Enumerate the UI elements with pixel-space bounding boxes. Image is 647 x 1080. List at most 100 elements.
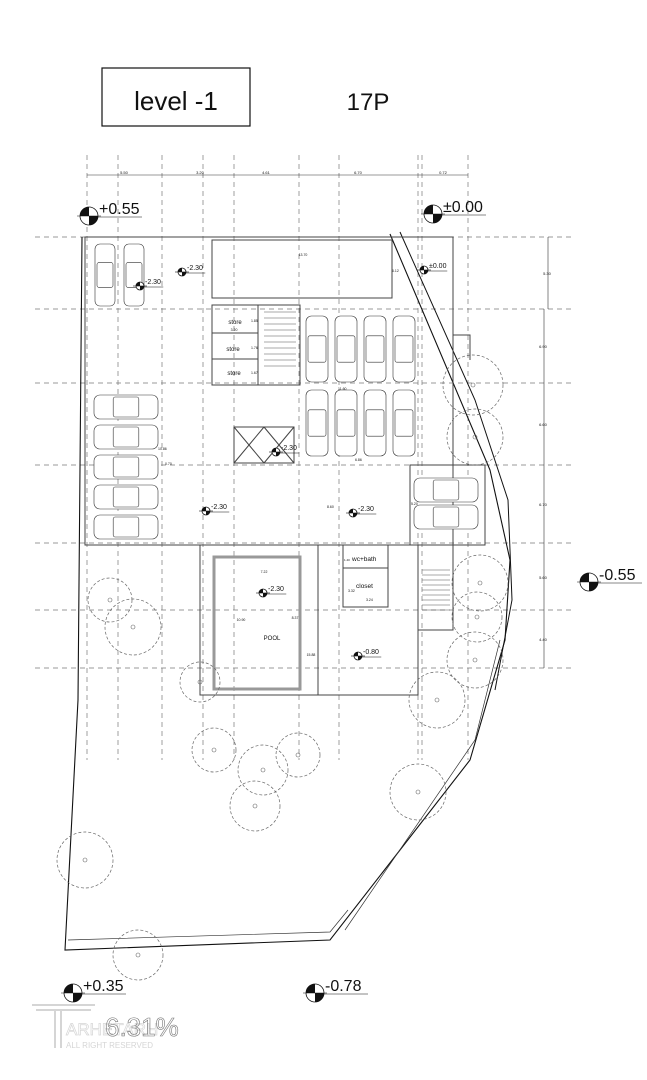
svg-text:3.20: 3.20 xyxy=(231,328,238,332)
tree xyxy=(275,732,321,778)
svg-text:15.88: 15.88 xyxy=(307,653,316,657)
title-box xyxy=(101,67,251,127)
building-walls xyxy=(84,236,486,696)
wc-label: wc+bath xyxy=(351,556,377,563)
tree xyxy=(229,780,281,832)
room-labels: store store store 1.85 1.76 1.67 3.20 wc… xyxy=(158,253,418,657)
plan-code: 17P xyxy=(347,89,390,116)
tree xyxy=(389,763,447,821)
level-marker-pool: -2.30 xyxy=(256,586,287,598)
tree xyxy=(87,577,133,623)
svg-text:ALL RIGHT RESERVED: ALL RIGHT RESERVED xyxy=(66,1041,153,1050)
car xyxy=(334,389,358,457)
svg-text:6.70: 6.70 xyxy=(354,170,363,175)
car xyxy=(93,484,159,510)
svg-text:5.20: 5.20 xyxy=(411,502,418,506)
svg-text:4.61: 4.61 xyxy=(262,170,271,175)
svg-text:6.86: 6.86 xyxy=(355,458,362,462)
store-1-label: store xyxy=(228,320,242,326)
tree xyxy=(237,744,289,796)
svg-text:3.32: 3.32 xyxy=(348,589,355,593)
car xyxy=(363,315,387,383)
svg-text:11.60: 11.60 xyxy=(338,387,347,391)
svg-text:6.12: 6.12 xyxy=(392,269,399,273)
svg-text:8.60: 8.60 xyxy=(327,505,334,509)
car xyxy=(305,315,329,383)
level-marker-hall-right: -2.30 xyxy=(346,506,377,518)
level-marker-hall-left-value: -2.30 xyxy=(211,504,227,511)
svg-text:10.86: 10.86 xyxy=(158,447,167,451)
car xyxy=(93,424,159,450)
level-marker-top-left-value: +0.55 xyxy=(99,201,140,218)
car xyxy=(93,514,159,540)
stairs xyxy=(264,311,450,611)
svg-text:1.67: 1.67 xyxy=(251,371,258,375)
tree xyxy=(451,591,503,643)
level-marker-hall-right-value: -2.30 xyxy=(358,506,374,513)
car xyxy=(413,504,479,530)
level-marker-parking-b: -2.30 xyxy=(133,279,164,291)
svg-text:10.90: 10.90 xyxy=(237,618,246,622)
svg-text:4.40: 4.40 xyxy=(539,637,548,642)
svg-text:ARHETARH: ARHETARH xyxy=(66,1020,158,1039)
car xyxy=(413,477,479,503)
svg-text:0.72: 0.72 xyxy=(439,170,448,175)
watermark-overlay: 6.31% xyxy=(105,1012,179,1042)
tree xyxy=(56,831,114,889)
tree xyxy=(104,598,162,656)
tree xyxy=(446,631,504,689)
level-marker-top-right-value: ±0.00 xyxy=(443,199,483,216)
tree xyxy=(112,929,164,981)
level-marker-top-right: ±0.00 xyxy=(421,199,486,224)
car xyxy=(392,315,416,383)
car xyxy=(392,389,416,457)
watermark-logo: ARHETARH ALL RIGHT RESERVED xyxy=(32,1004,159,1050)
svg-text:3.20: 3.20 xyxy=(196,170,205,175)
svg-text:0.70: 0.70 xyxy=(165,462,172,466)
svg-text:6.90: 6.90 xyxy=(539,344,548,349)
svg-text:3.24: 3.24 xyxy=(366,598,373,602)
car xyxy=(94,243,116,307)
level-marker-terrace: -0.80 xyxy=(351,649,382,661)
car xyxy=(123,243,145,307)
level-marker-entry: ±0.00 xyxy=(417,263,448,275)
svg-text:1.76: 1.76 xyxy=(251,346,258,350)
car xyxy=(334,315,358,383)
svg-text:13.70: 13.70 xyxy=(299,253,308,257)
car xyxy=(93,454,159,480)
level-marker-parking-a-value: -2.30 xyxy=(187,265,203,272)
level-marker-terrace-value: -0.80 xyxy=(363,649,379,656)
ramp-line xyxy=(399,231,513,691)
tree xyxy=(446,408,504,466)
level-marker-parking-a: -2.30 xyxy=(175,265,206,277)
svg-text:5.60: 5.60 xyxy=(539,575,548,580)
svg-text:1.85: 1.85 xyxy=(251,319,258,323)
tree xyxy=(451,554,509,612)
level-marker-pool-value: -2.30 xyxy=(268,586,284,593)
trees xyxy=(56,354,509,981)
level-marker-bottom-left-value: +0.35 xyxy=(83,978,124,995)
svg-text:5.30: 5.30 xyxy=(543,271,552,276)
svg-text:1.40: 1.40 xyxy=(344,558,350,562)
bottom-wall xyxy=(67,909,349,941)
tree xyxy=(191,727,237,773)
pool-label: POOL xyxy=(264,636,281,642)
tree xyxy=(179,661,221,703)
level-markers: +0.55±0.00-0.55+0.35-0.78-2.30-2.30±0.00… xyxy=(61,199,642,1003)
car xyxy=(93,394,159,420)
svg-text:6.70: 6.70 xyxy=(539,502,548,507)
top-dimension-line: 5.50 3.20 4.61 6.70 0.72 xyxy=(87,170,468,176)
level-marker-right: -0.55 xyxy=(577,567,642,592)
tree xyxy=(442,354,504,416)
level-marker-lift: -2.30 xyxy=(269,445,300,457)
car xyxy=(363,389,387,457)
level-marker-bottom-left: +0.35 xyxy=(61,978,126,1003)
right-dimension-line: 5.30 6.90 6.60 6.70 5.60 4.40 xyxy=(539,237,552,668)
svg-text:6.60: 6.60 xyxy=(539,422,548,427)
level-marker-lift-value: -2.30 xyxy=(281,445,297,452)
level-marker-top-left: +0.55 xyxy=(77,201,142,226)
level-marker-parking-b-value: -2.30 xyxy=(145,279,161,286)
svg-text:8.37: 8.37 xyxy=(292,616,299,620)
level-marker-entry-value: ±0.00 xyxy=(429,263,447,270)
